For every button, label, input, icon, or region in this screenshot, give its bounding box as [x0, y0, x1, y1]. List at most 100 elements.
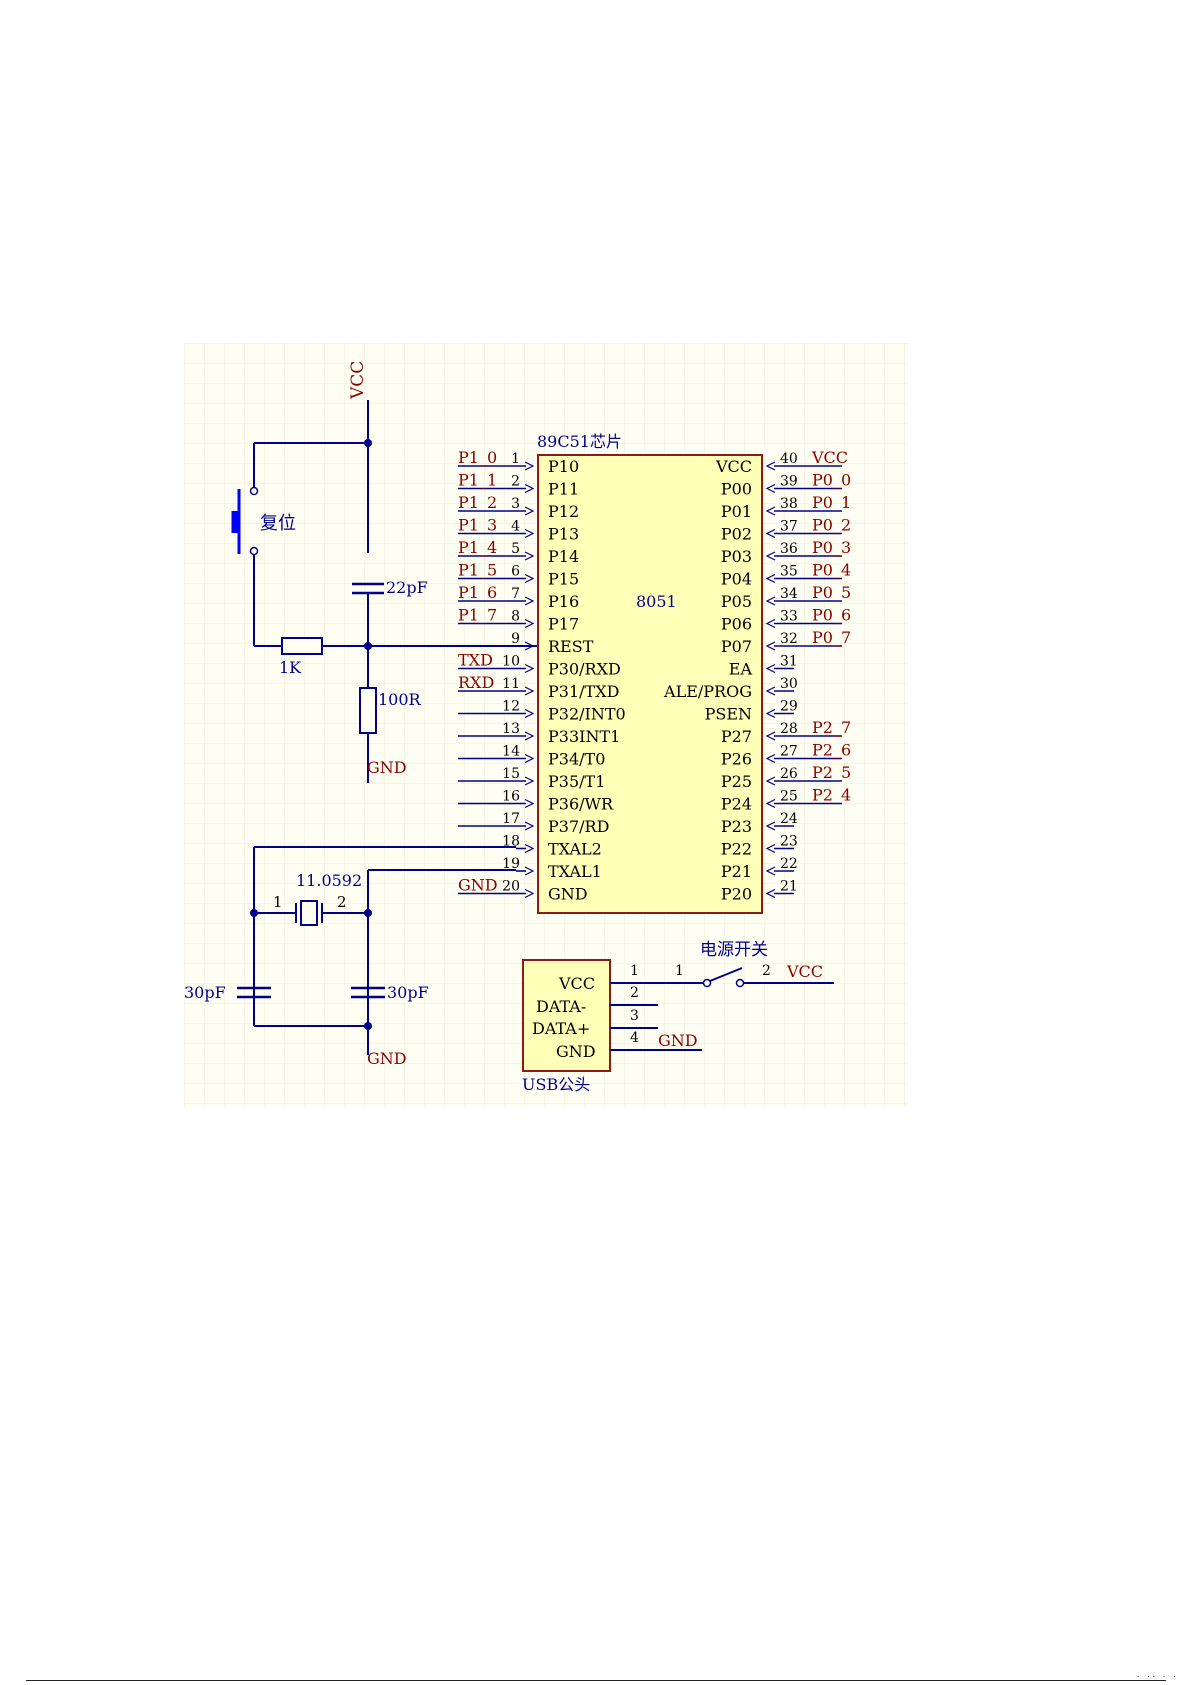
chip-pin-number: 33 — [780, 609, 798, 625]
chip-pin-arrow — [524, 573, 535, 584]
crystal-body — [300, 900, 318, 926]
chip-pin-arrow — [765, 641, 776, 651]
chip-pin-arrow — [524, 798, 535, 809]
chip-right-net-label: P2_5 — [812, 763, 851, 782]
chip-pin-name: P23 — [721, 817, 752, 836]
capacitor-30pf-left-label: 30pF — [184, 983, 226, 1002]
switch-contact — [249, 546, 259, 556]
resistor-100r-symbol — [359, 687, 377, 734]
chip-pin-arrow — [524, 708, 535, 719]
chip-pin-arrow — [524, 506, 535, 516]
chip-right-net-label: P0_6 — [812, 606, 851, 625]
junction-dot — [364, 1022, 372, 1030]
chip-pin-name: P05 — [721, 592, 752, 611]
chip-pin-arrow — [524, 551, 535, 561]
chip-pin-name: P34/T0 — [548, 750, 605, 769]
chip-pin-arrow — [524, 483, 535, 494]
chip-pin-arrow — [524, 753, 535, 764]
chip-pin-arrow — [765, 686, 776, 696]
chip-pin-arrow — [765, 483, 776, 494]
chip-pin-name: EA — [729, 660, 753, 679]
chip-left-net-label: P1_4 — [458, 538, 497, 557]
chip-pin-number: 24 — [780, 811, 798, 827]
capacitor-30pf-left-symbol — [237, 986, 271, 999]
chip-pin-name: P15 — [548, 570, 579, 589]
chip-pin-arrow — [765, 866, 776, 876]
chip-pin-arrow — [524, 641, 535, 651]
chip-pin-number: 16 — [502, 789, 520, 805]
chip-pin-name: PSEN — [705, 705, 752, 724]
power-switch-pin2: 2 — [762, 963, 771, 979]
resistor-1k-label: 1K — [279, 658, 302, 677]
chip-pin-number: 30 — [780, 676, 798, 692]
chip-pin-arrow — [765, 843, 776, 854]
chip-pin-name: P06 — [721, 615, 752, 634]
usb-gnd-net-label: GND — [658, 1031, 698, 1050]
chip-pin-number: 28 — [780, 721, 798, 737]
chip-pin-number: 32 — [780, 631, 798, 647]
vcc-label: VCC — [348, 361, 368, 400]
switch-contact — [702, 978, 712, 988]
chip-pin-arrow — [765, 776, 776, 786]
chip-pin-name: P01 — [721, 502, 752, 521]
usb-pin-number: 2 — [630, 985, 639, 1001]
chip-pin-number: 25 — [780, 789, 798, 805]
chip-pin-number: 31 — [780, 654, 798, 670]
chip-pin-name: P13 — [548, 525, 579, 544]
chip-pin-arrow — [524, 686, 535, 696]
chip-pin-arrow — [765, 821, 776, 831]
chip-left-net-label: P1_2 — [458, 493, 497, 512]
chip-pin-arrow — [765, 753, 776, 764]
chip-right-net-label: P0_3 — [812, 538, 851, 557]
chip-pin-number: 5 — [511, 541, 520, 557]
crystal-symbol — [295, 900, 323, 926]
chip-pin-name: P04 — [721, 570, 752, 589]
chip-name-label: 89C51芯片 — [537, 432, 622, 451]
power-switch-symbol — [696, 967, 745, 988]
chip-pin-number: 39 — [780, 474, 798, 490]
chip-pin-number: 26 — [780, 766, 798, 782]
chip-pin-arrow — [765, 708, 776, 719]
chip-left-net-label: P1_3 — [458, 516, 497, 535]
chip-pin-arrow — [524, 618, 535, 629]
chip-left-net-label: P1_6 — [458, 583, 497, 602]
chip-pin-name: P16 — [548, 592, 579, 611]
chip-pin-number: 27 — [780, 744, 798, 760]
chip-right-net-label: P2_4 — [812, 786, 851, 805]
usb-pin-number: 4 — [630, 1030, 639, 1046]
chip-pin-arrow — [524, 663, 535, 674]
junction-dot — [364, 439, 372, 447]
chip-pin-arrow — [524, 866, 535, 876]
capacitor-22pf-label: 22pF — [386, 578, 428, 597]
chip-body — [537, 454, 763, 914]
chip-right-net-label: P0_4 — [812, 561, 851, 580]
chip-pin-number: 35 — [780, 564, 798, 580]
chip-pin-name: P12 — [548, 502, 579, 521]
chip-left-net-label: TXD — [458, 651, 493, 670]
page-footer-rule — [26, 1680, 1166, 1681]
chip-pin-arrow — [524, 528, 535, 539]
chip-left-net-label: P1_7 — [458, 606, 497, 625]
chip-pin-name: REST — [548, 637, 594, 656]
chip-pin-arrow — [524, 843, 535, 854]
chip-right-net-label: P2_7 — [812, 718, 851, 737]
capacitor-30pf-right-label: 30pF — [387, 983, 429, 1002]
chip-pin-number: 11 — [502, 676, 520, 692]
switch-lever — [709, 967, 743, 982]
chip-right-net-label: P2_6 — [812, 741, 851, 760]
chip-pin-name: P22 — [721, 840, 752, 859]
chip-pin-arrow — [765, 731, 776, 741]
chip-pin-number: 15 — [502, 766, 520, 782]
power-switch-vcc-label: VCC — [786, 962, 823, 981]
chip-pin-number: 22 — [780, 856, 798, 872]
usb-pin-name-gnd: GND — [556, 1042, 596, 1061]
chip-pin-name: P21 — [721, 862, 752, 881]
chip-pin-arrow — [524, 888, 535, 899]
chip-right-net-label: P0_7 — [812, 628, 851, 647]
chip-left-net-label: P1_5 — [458, 561, 497, 580]
usb-pin-number: 3 — [630, 1008, 639, 1024]
chip-pin-name: P24 — [721, 795, 752, 814]
chip-pin-name: P30/RXD — [548, 660, 621, 679]
